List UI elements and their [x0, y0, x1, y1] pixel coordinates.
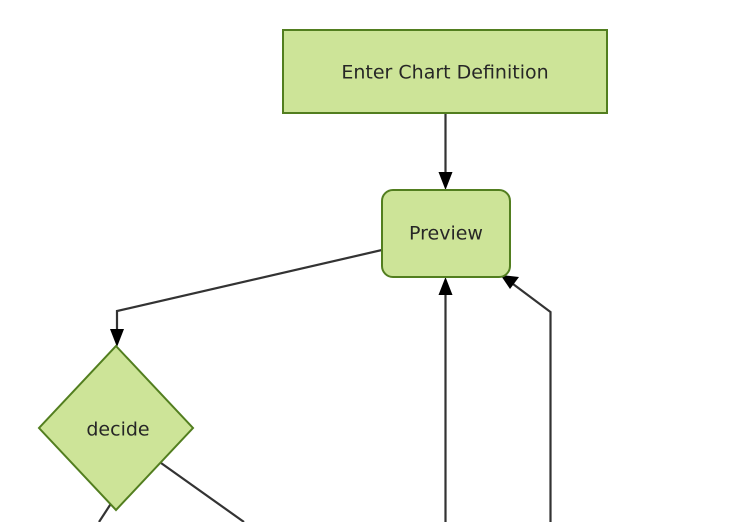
node-enter-chart-definition-label: Enter Chart Definition [341, 62, 548, 84]
node-decide-shape[interactable] [37, 344, 195, 512]
edge-decide-branch-right-line [160, 462, 245, 522]
edge-return-center-to-preview-arrowhead [438, 277, 453, 295]
edge-return-right-to-preview-arrowhead [500, 275, 519, 289]
node-enter-chart-definition[interactable]: Enter Chart Definition [282, 29, 608, 114]
edge-preview-to-decide-arrowhead [110, 329, 124, 347]
edge-decide-branch-right [160, 462, 245, 522]
edge-return-right-to-preview [500, 275, 552, 522]
node-enter-chart-definition-shape[interactable] [282, 29, 608, 114]
node-preview-label: Preview [409, 223, 483, 245]
edge-decide-branch-left [98, 501, 113, 522]
edge-enter-to-preview-arrowhead [438, 172, 453, 190]
edge-enter-to-preview [438, 113, 453, 190]
node-decide[interactable]: decide [37, 344, 195, 512]
edge-preview-to-decide-line [115, 248, 383, 338]
node-preview[interactable]: Preview [381, 189, 511, 278]
edge-preview-to-decide [110, 248, 383, 347]
node-preview-shape[interactable] [381, 189, 511, 278]
edge-return-right-to-preview-line [508, 280, 552, 522]
node-decide-label: decide [86, 419, 149, 441]
edge-return-center-to-preview [438, 277, 453, 522]
edge-decide-branch-left-line [98, 501, 113, 522]
